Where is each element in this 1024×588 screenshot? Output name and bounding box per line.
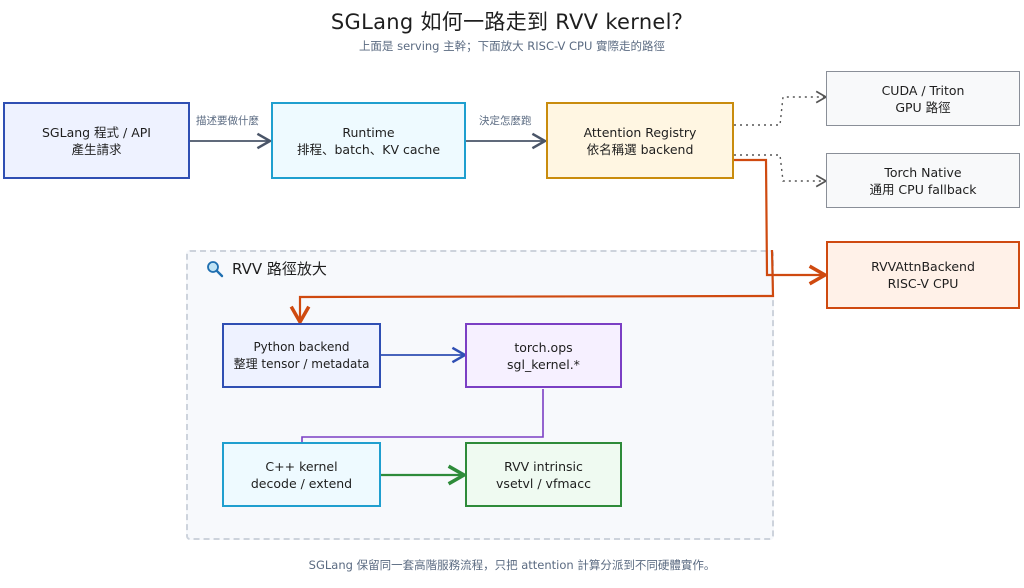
node-sglang-api-line1: SGLang 程式 / API <box>41 124 151 140</box>
edge-label-runtime-registry: 決定怎麼跑 <box>479 115 532 127</box>
node-torch-ops[interactable]: torch.ops sgl_kernel.* <box>465 323 622 388</box>
node-rvv-intrinsic-line2: vsetvl / vfmacc <box>496 475 591 491</box>
node-attention-registry-line2: 依名稱選 backend <box>586 141 694 157</box>
node-torch-ops-line1: torch.ops <box>514 339 573 355</box>
node-attention-registry-line1: Attention Registry <box>583 124 697 140</box>
edge-registry-torch-native <box>734 154 828 188</box>
edge-label-sglang-runtime: 描述要做什麼 <box>196 115 259 127</box>
node-attention-registry[interactable]: Attention Registry 依名稱選 backend <box>546 102 734 179</box>
node-sglang-api[interactable]: SGLang 程式 / API 產生請求 <box>3 102 190 179</box>
edge-registry-cuda <box>734 90 828 126</box>
node-rvv-intrinsic[interactable]: RVV intrinsic vsetvl / vfmacc <box>465 442 622 507</box>
node-cpp-kernel-line2: decode / extend <box>250 475 353 491</box>
node-runtime-line2: 排程、batch、KV cache <box>296 141 441 157</box>
node-sglang-api-line2: 產生請求 <box>71 141 122 157</box>
node-rvv-attn-backend-line2: RISC-V CPU <box>887 276 959 291</box>
zone-title-text: RVV 路徑放大 <box>232 260 327 278</box>
node-rvv-intrinsic-line1: RVV intrinsic <box>504 458 583 474</box>
node-python-backend-line2: 整理 tensor / metadata <box>233 356 370 371</box>
node-python-backend-line1: Python backend <box>253 339 350 354</box>
zone-title: RVV 路徑放大 <box>206 258 327 279</box>
node-rvv-attn-backend-line1: RVVAttnBackend <box>871 259 975 274</box>
node-cuda-triton[interactable]: CUDA / Triton GPU 路徑 <box>826 71 1020 126</box>
node-cpp-kernel[interactable]: C++ kernel decode / extend <box>222 442 381 507</box>
node-torch-ops-line2: sgl_kernel.* <box>507 356 580 372</box>
node-cuda-triton-line1: CUDA / Triton <box>881 82 965 98</box>
diagram-footer: SGLang 保留同一套高階服務流程，只把 attention 計算分派到不同硬… <box>308 558 716 572</box>
node-torch-native-line1: Torch Native <box>884 164 962 180</box>
node-runtime-line1: Runtime <box>342 124 395 140</box>
node-torch-native-line2: 通用 CPU fallback <box>869 181 977 197</box>
node-cuda-triton-line2: GPU 路徑 <box>895 99 951 115</box>
node-torch-native[interactable]: Torch Native 通用 CPU fallback <box>826 153 1020 208</box>
diagram-title: SGLang 如何一路走到 RVV kernel？ <box>330 10 694 34</box>
node-runtime[interactable]: Runtime 排程、batch、KV cache <box>271 102 466 179</box>
diagram-subtitle: 上面是 serving 主幹；下面放大 RISC-V CPU 實際走的路徑 <box>358 39 666 53</box>
node-cpp-kernel-line1: C++ kernel <box>265 458 338 474</box>
node-python-backend[interactable]: Python backend 整理 tensor / metadata <box>222 323 381 388</box>
node-rvv-attn-backend[interactable]: RVVAttnBackend RISC-V CPU <box>826 241 1020 309</box>
magnifier-icon <box>207 260 224 277</box>
